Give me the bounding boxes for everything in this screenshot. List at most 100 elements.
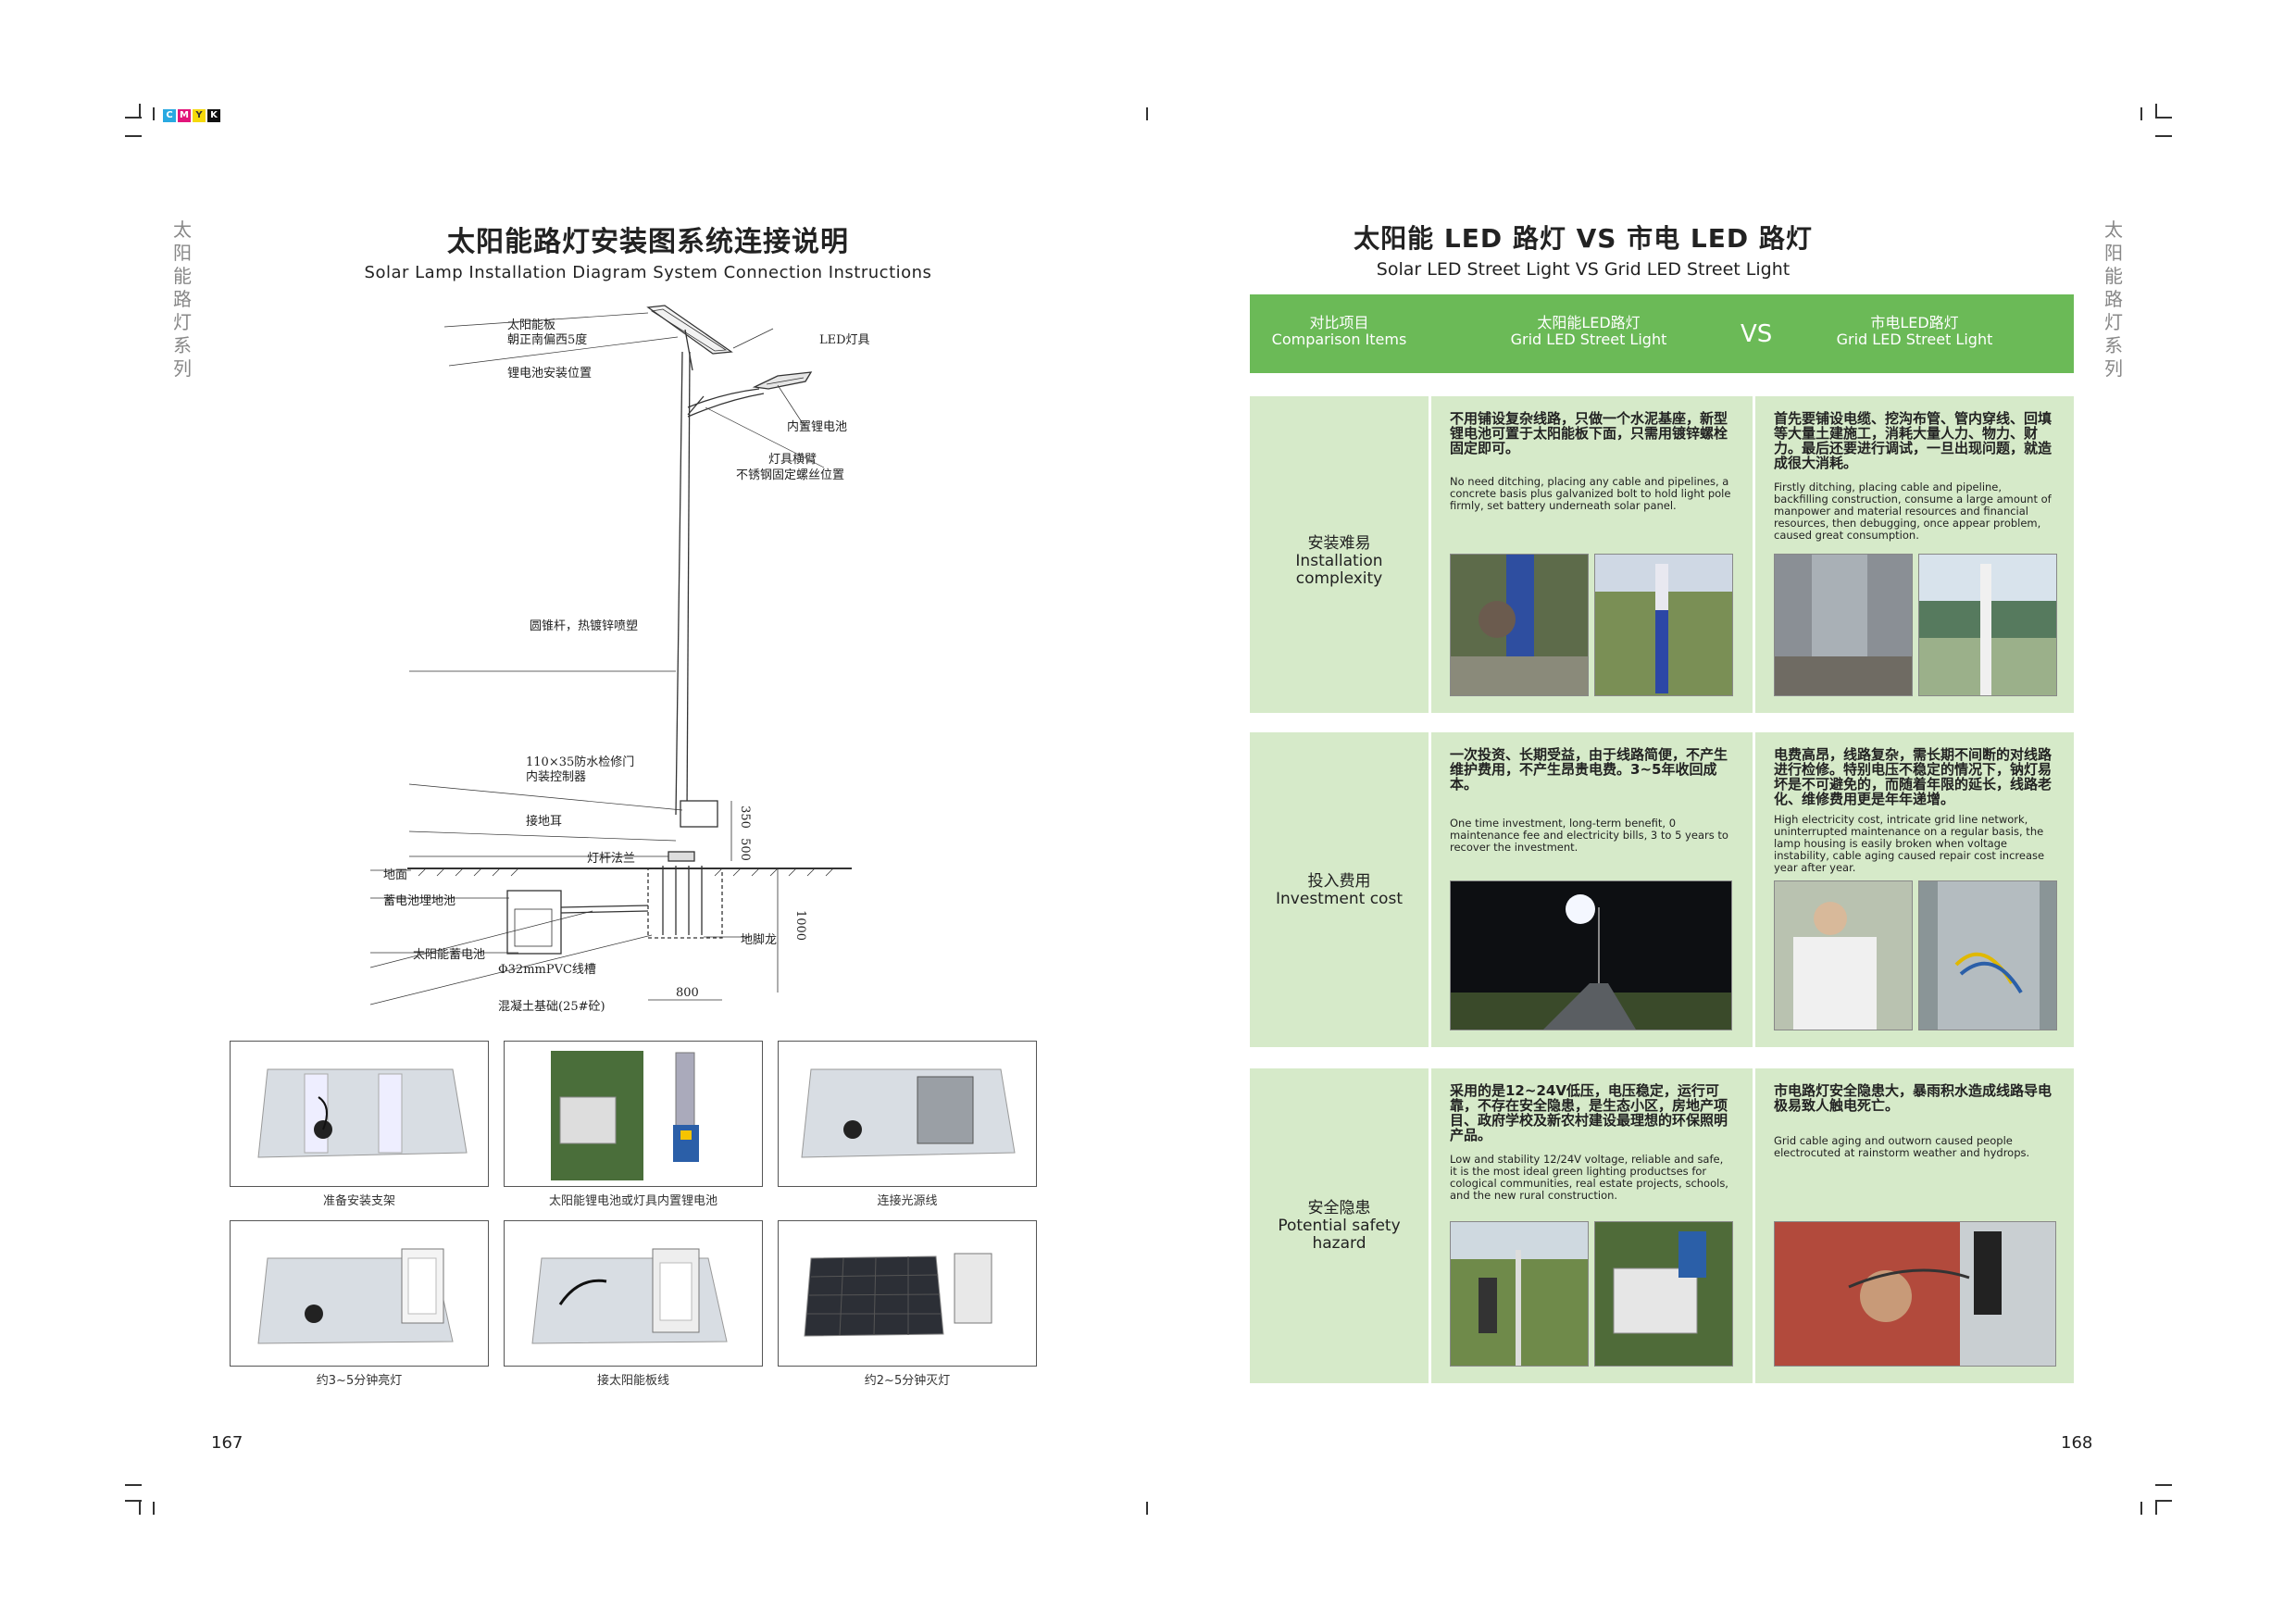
solar-install-photo-1	[1450, 554, 1589, 696]
label-battery-pos: 锂电池安装位置	[507, 367, 593, 381]
label-door: 110×35防水检修门	[526, 755, 635, 769]
install-photo-5	[504, 1220, 763, 1367]
label-inner-battery: 内置锂电池	[787, 420, 848, 434]
label-led: LED灯具	[819, 333, 870, 347]
side-label-right: 太阳能路灯系列	[2104, 218, 2123, 380]
crop-mark	[2155, 135, 2172, 137]
label-anchor: 地脚龙	[741, 933, 778, 947]
panel-wire-photo-icon	[531, 1248, 728, 1344]
grid-safety-zh: 市电路灯安全隐患大，暴雨积水造成线路导电极易致人触电死亡。	[1774, 1082, 2053, 1114]
label-pvc: Φ32mmPVC线槽	[498, 963, 596, 977]
label-battery-pit: 蓄电池埋地池	[383, 894, 456, 908]
label-controller: 内装控制器	[526, 770, 587, 784]
crop-mark	[125, 1500, 142, 1502]
grid-cost-photo-1	[1774, 880, 1913, 1030]
crop-mark	[2140, 107, 2142, 120]
install-photo-4	[230, 1220, 489, 1367]
solar-safety-en: Low and stability 12/24V voltage, reliab…	[1450, 1153, 1728, 1202]
solar-safety-photo-1	[1450, 1221, 1589, 1367]
dim-800: 800	[676, 986, 699, 1000]
install-caption-1: 准备安装支架	[322, 1194, 395, 1208]
label-flange: 灯杆法兰	[587, 852, 636, 866]
crop-mark	[139, 1500, 141, 1515]
battery-photo-icon	[551, 1051, 699, 1180]
crop-mark	[125, 117, 142, 119]
solar-install-photo-2	[1594, 554, 1733, 696]
crop-mark	[125, 135, 142, 137]
crop-mark	[2140, 1502, 2142, 1515]
solar-install-en: No need ditching, placing any cable and …	[1450, 475, 1731, 512]
right-title-block: 太阳能 LED 路灯 VS 市电 LED 路灯 Solar LED Street…	[1241, 218, 1926, 280]
right-title-zh: 太阳能 LED 路灯 VS 市电 LED 路灯	[1354, 223, 1813, 254]
left-title-zh: 太阳能路灯安装图系统连接说明	[447, 226, 849, 258]
dim-350: 350	[737, 805, 752, 829]
lamp-on-photo-icon	[257, 1248, 454, 1344]
label-solar-battery: 太阳能蓄电池	[413, 948, 486, 962]
header-vs: VS	[1741, 320, 1773, 348]
install-caption-5: 接太阳能板线	[596, 1374, 669, 1388]
install-caption-2: 太阳能锂电池或灯具内置锂电池	[548, 1194, 718, 1208]
crop-mark	[2155, 1484, 2172, 1486]
install-caption-6: 约2~5分钟灭灯	[864, 1374, 951, 1388]
grid-install-en: Firstly ditching, placing cable and pipe…	[1774, 481, 2052, 542]
install-photo-6	[778, 1220, 1037, 1367]
grid-safety-photo	[1774, 1221, 2056, 1367]
crop-mark	[2155, 1500, 2157, 1515]
crop-mark	[153, 107, 155, 120]
crop-mark	[153, 1502, 155, 1515]
crop-mark	[139, 104, 141, 119]
crop-mark	[2155, 104, 2157, 119]
left-title-block: 太阳能路灯安装图系统连接说明 Solar Lamp Installation D…	[352, 218, 944, 282]
install-caption-3: 连接光源线	[877, 1194, 938, 1208]
label-ground-ear: 接地耳	[526, 815, 563, 829]
install-photo-1	[230, 1041, 489, 1187]
crop-mark	[2155, 1500, 2172, 1502]
cmyk-registration: C M Y K	[163, 109, 220, 122]
crop-mark	[125, 1484, 142, 1486]
page-number-right: 168	[2061, 1433, 2093, 1453]
solar-cost-zh: 一次投资、长期受益，由于线路简便，不产生维护费用，不产生昂贵电费。3~5年收回成…	[1450, 746, 1728, 793]
solar-cost-en: One time investment, long-term benefit, …	[1450, 817, 1728, 854]
install-photo-2	[504, 1041, 763, 1187]
crop-mark	[2155, 117, 2172, 119]
frame-photo-icon	[257, 1068, 468, 1158]
lightsource-photo-icon	[801, 1068, 1016, 1158]
grid-cost-photo-2	[1918, 880, 2057, 1030]
pole-diagram-svg	[369, 305, 852, 1005]
solar-install-zh: 不用铺设复杂线路，只做一个水泥基座，新型锂电池可置于太阳能板下面，只需用镀锌螺栓…	[1450, 410, 1728, 456]
crop-mark	[1146, 107, 1148, 120]
label-panel: 太阳能板	[507, 318, 556, 332]
grid-install-photo-1	[1774, 554, 1913, 696]
crop-mark	[1146, 1502, 1148, 1515]
label-concrete: 混凝土基础(25#砼)	[498, 1000, 605, 1014]
right-title-en: Solar LED Street Light VS Grid LED Stree…	[1376, 259, 1791, 280]
grid-cost-zh: 电费高昂，线路复杂，需长期不间断的对线路进行检修。特别电压不稳定的情况下，钠灯易…	[1774, 746, 2053, 807]
grid-install-photo-2	[1918, 554, 2057, 696]
dim-1000: 1000	[793, 909, 808, 942]
dim-500: 500	[737, 838, 752, 861]
solar-panel-photo-icon	[804, 1253, 992, 1337]
install-caption-4: 约3~5分钟亮灯	[316, 1374, 403, 1388]
grid-cost-en: High electricity cost, intricate grid li…	[1774, 813, 2045, 874]
label-arm: 灯具横臂	[768, 453, 817, 467]
grid-safety-en: Grid cable aging and outworn caused peop…	[1774, 1134, 2030, 1159]
label-pole: 圆锥杆，热镀锌喷塑	[530, 619, 639, 633]
label-ground: 地面	[383, 868, 408, 882]
page-number-left: 167	[211, 1433, 243, 1453]
label-panel-dir: 朝正南偏西5度	[507, 333, 588, 347]
solar-safety-zh: 采用的是12~24V低压，电压稳定，运行可靠，不存在安全隐患，是生态小区，房地产…	[1450, 1082, 1728, 1143]
solar-safety-photo-2	[1594, 1221, 1733, 1367]
side-label-left: 太阳能路灯系列	[173, 218, 192, 380]
grid-install-zh: 首先要铺设电缆、挖沟布管、管内穿线、回填等大量土建施工，消耗大量人力、物力、财力…	[1774, 410, 2053, 471]
solar-cost-photo	[1450, 880, 1732, 1030]
